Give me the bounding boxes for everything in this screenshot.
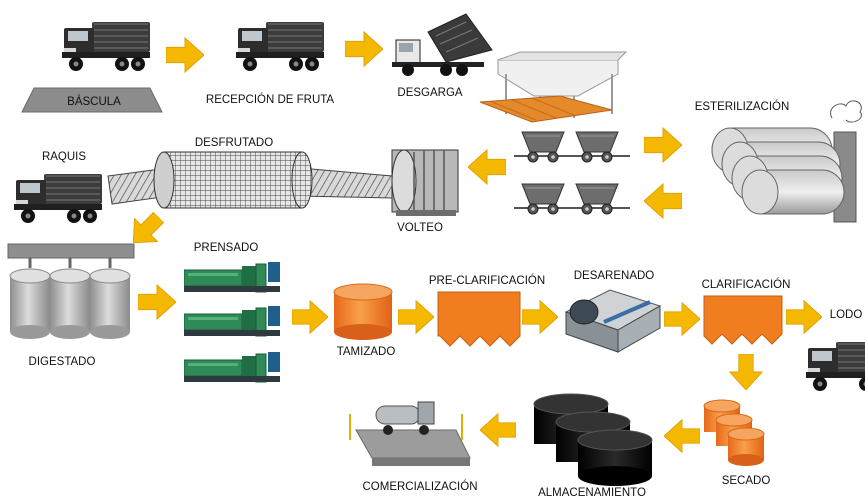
truck-icon (62, 21, 151, 72)
flow-arrow (786, 300, 822, 334)
tamizado-node: TAMIZADO (333, 283, 396, 358)
tanker-truck-icon (375, 401, 435, 435)
flow-arrow (664, 302, 700, 336)
tank-icon (9, 268, 51, 339)
flow-arrow (729, 354, 763, 390)
press-icon (184, 262, 281, 293)
flow-arrow (644, 127, 682, 163)
drum-icon (391, 149, 459, 216)
step-label: PRE-CLARIFICACIÓN (429, 274, 545, 287)
tank-icon (89, 268, 131, 339)
volteo-node: VOLTEO (391, 149, 459, 234)
desarenado-node: DESARENADO (564, 270, 662, 353)
step-label: VOLTEO (397, 222, 443, 234)
step-label: RAQUIS (42, 151, 86, 163)
step-label: CLARIFICACIÓN (702, 278, 791, 291)
cart-icon (575, 183, 619, 215)
bascula-node: BÁSCULA (21, 21, 163, 113)
step-label: RECEPCIÓN DE FRUTA (206, 93, 335, 106)
autoclave-icon (711, 127, 845, 215)
decanter-icon (564, 289, 662, 353)
press-icon (184, 352, 281, 383)
flow-arrow (398, 300, 434, 334)
step-label: SECADO (722, 475, 771, 487)
desfrutado-node: DESFRUTADO (107, 137, 393, 209)
step-label: COMERCIALIZACIÓN (362, 480, 477, 493)
flow-arrow (292, 300, 328, 334)
step-label: DIGESTADO (29, 356, 96, 368)
hopper-icon (479, 51, 628, 123)
step-label: DESGARGA (397, 87, 463, 99)
step-label: DESARENADO (574, 270, 655, 282)
flow-arrow (480, 413, 516, 447)
prensado-node: PRENSADO (184, 242, 281, 383)
digestado-node: DIGESTADO (7, 243, 135, 368)
flow-arrow (664, 419, 700, 453)
step-label: BÁSCULA (67, 95, 121, 108)
weighbridge-icon (349, 414, 471, 466)
carts-group (514, 131, 630, 215)
truck-icon (236, 21, 325, 72)
secado-node: SECADO (703, 399, 771, 487)
weighbridge-icon (21, 87, 163, 113)
lodo-node: LODO (806, 309, 865, 392)
cart-icon (521, 131, 565, 163)
almacenamiento-node: ALMACENAMIENTO (533, 393, 653, 499)
dump-truck-icon (392, 13, 493, 76)
flow-arrow (644, 183, 682, 219)
step-label: PRENSADO (194, 242, 259, 254)
tank-icon (703, 295, 783, 345)
recepcion-node: RECEPCIÓN DE FRUTA (206, 21, 335, 106)
step-label: DESFRUTADO (195, 137, 273, 149)
tank-icon (49, 268, 91, 339)
comercializacion-node: COMERCIALIZACIÓN (349, 401, 478, 493)
tank-icon (727, 427, 765, 466)
tank-icon (577, 429, 653, 486)
esterilizacion-node: ESTERILIZACIÓN (695, 100, 862, 223)
desgarga-node: DESGARGA (392, 13, 628, 123)
clarificacion-node: CLARIFICACIÓN (702, 278, 791, 345)
tank-icon (437, 291, 521, 347)
step-label: LODO (830, 309, 863, 321)
press-icon (184, 306, 281, 337)
flow-arrow (522, 300, 558, 334)
flow-arrow (468, 149, 506, 185)
flow-arrow (166, 37, 204, 73)
raquis-node: RAQUIS (14, 151, 103, 224)
tank-icon (333, 283, 393, 340)
cart-icon (521, 183, 565, 215)
flow-arrow (138, 284, 176, 320)
drum-icon (153, 151, 313, 209)
step-label: TAMIZADO (337, 346, 396, 358)
preclarificacion-node: PRE-CLARIFICACIÓN (429, 274, 545, 347)
cart-icon (575, 131, 619, 163)
flow-arrow (345, 31, 383, 67)
step-label: ESTERILIZACIÓN (695, 100, 790, 113)
truck-icon (14, 173, 103, 224)
truck-icon (806, 341, 865, 392)
step-label: ALMACENAMIENTO (538, 487, 646, 499)
